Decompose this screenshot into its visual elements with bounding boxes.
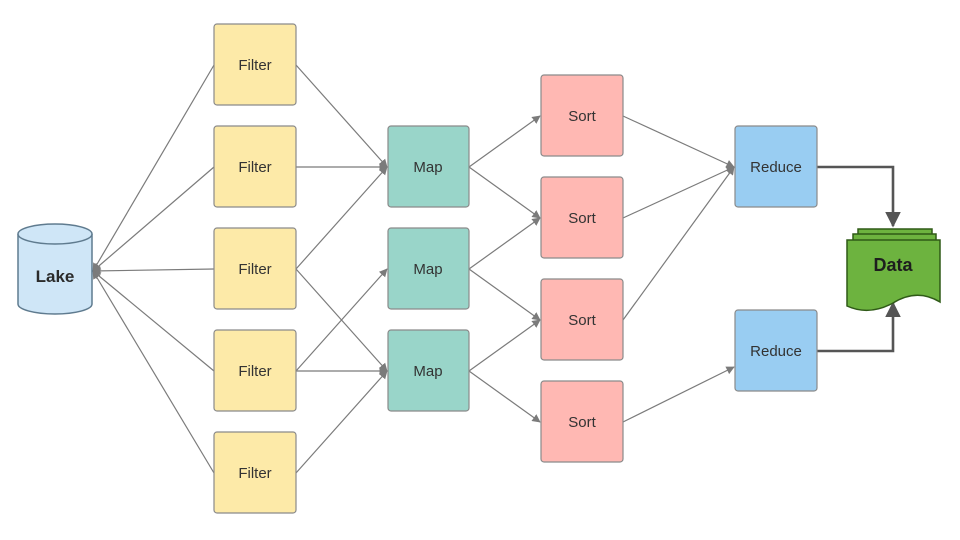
- filter-label: Filter: [238, 159, 271, 176]
- map-label: Map: [413, 159, 442, 176]
- reduce-column: Reduce Reduce: [734, 125, 818, 392]
- map-label: Map: [413, 363, 442, 380]
- filter-column: Filter Filter Filter Filter Filter: [213, 23, 297, 514]
- filter-to-lake-edge: [92, 166, 215, 272]
- sort-label: Sort: [568, 414, 596, 431]
- filter-node: Filter: [213, 23, 297, 106]
- data-label: Data: [873, 255, 913, 275]
- map-node: Map: [387, 227, 470, 310]
- lake-cylinder-body: [17, 234, 93, 315]
- lake-label: Lake: [36, 267, 75, 286]
- sort-label: Sort: [568, 312, 596, 329]
- map-node: Map: [387, 125, 470, 208]
- sort-to-reduce-edge: [622, 166, 735, 321]
- sort-node: Sort: [540, 74, 624, 157]
- lake-cylinder-top: [17, 223, 93, 245]
- map-label: Map: [413, 261, 442, 278]
- filter-to-map-edge: [295, 370, 388, 474]
- map-to-sort-edge: [468, 268, 541, 321]
- filter-to-lake-edge: [92, 64, 215, 272]
- filter-to-lake-edge: [92, 266, 215, 276]
- filter-to-lake-edge: [92, 270, 215, 372]
- map-to-sort-edge: [468, 166, 541, 219]
- filter-to-map-edge: [295, 166, 388, 270]
- filter-node: Filter: [213, 227, 297, 310]
- reduce-to-data-edge: [817, 301, 901, 353]
- data-node: Data: [846, 228, 941, 312]
- sort-to-reduce-edge: [622, 366, 735, 423]
- sort-node: Sort: [540, 278, 624, 361]
- sort-label: Sort: [568, 210, 596, 227]
- filter-label: Filter: [238, 57, 271, 74]
- map-to-sort-edge: [468, 217, 541, 270]
- map-column: Map Map Map: [387, 125, 470, 412]
- filter-node: Filter: [213, 329, 297, 412]
- filter-label: Filter: [238, 261, 271, 278]
- edges-layer: [92, 64, 901, 474]
- sort-node: Sort: [540, 176, 624, 259]
- filter-label: Filter: [238, 465, 271, 482]
- filter-to-lake-edge: [92, 270, 215, 474]
- filter-to-map-edge: [295, 64, 388, 168]
- map-to-sort-edge: [468, 319, 541, 372]
- sort-label: Sort: [568, 108, 596, 125]
- sort-column: Sort Sort Sort Sort: [540, 74, 624, 463]
- reduce-label: Reduce: [750, 343, 802, 360]
- filter-to-map-edge: [295, 268, 388, 372]
- reduce-to-data-edge: [817, 165, 901, 228]
- reduce-node: Reduce: [734, 125, 818, 208]
- filter-label: Filter: [238, 363, 271, 380]
- filter-node: Filter: [213, 431, 297, 514]
- lake-node: Lake: [17, 223, 93, 315]
- map-to-sort-edge: [468, 370, 541, 423]
- sort-node: Sort: [540, 380, 624, 463]
- sort-to-reduce-edge: [622, 115, 735, 168]
- reduce-node: Reduce: [734, 309, 818, 392]
- map-to-sort-edge: [468, 115, 541, 168]
- filter-node: Filter: [213, 125, 297, 208]
- map-node: Map: [387, 329, 470, 412]
- data-document-front: [846, 239, 941, 312]
- reduce-label: Reduce: [750, 159, 802, 176]
- sort-to-reduce-edge: [622, 166, 735, 219]
